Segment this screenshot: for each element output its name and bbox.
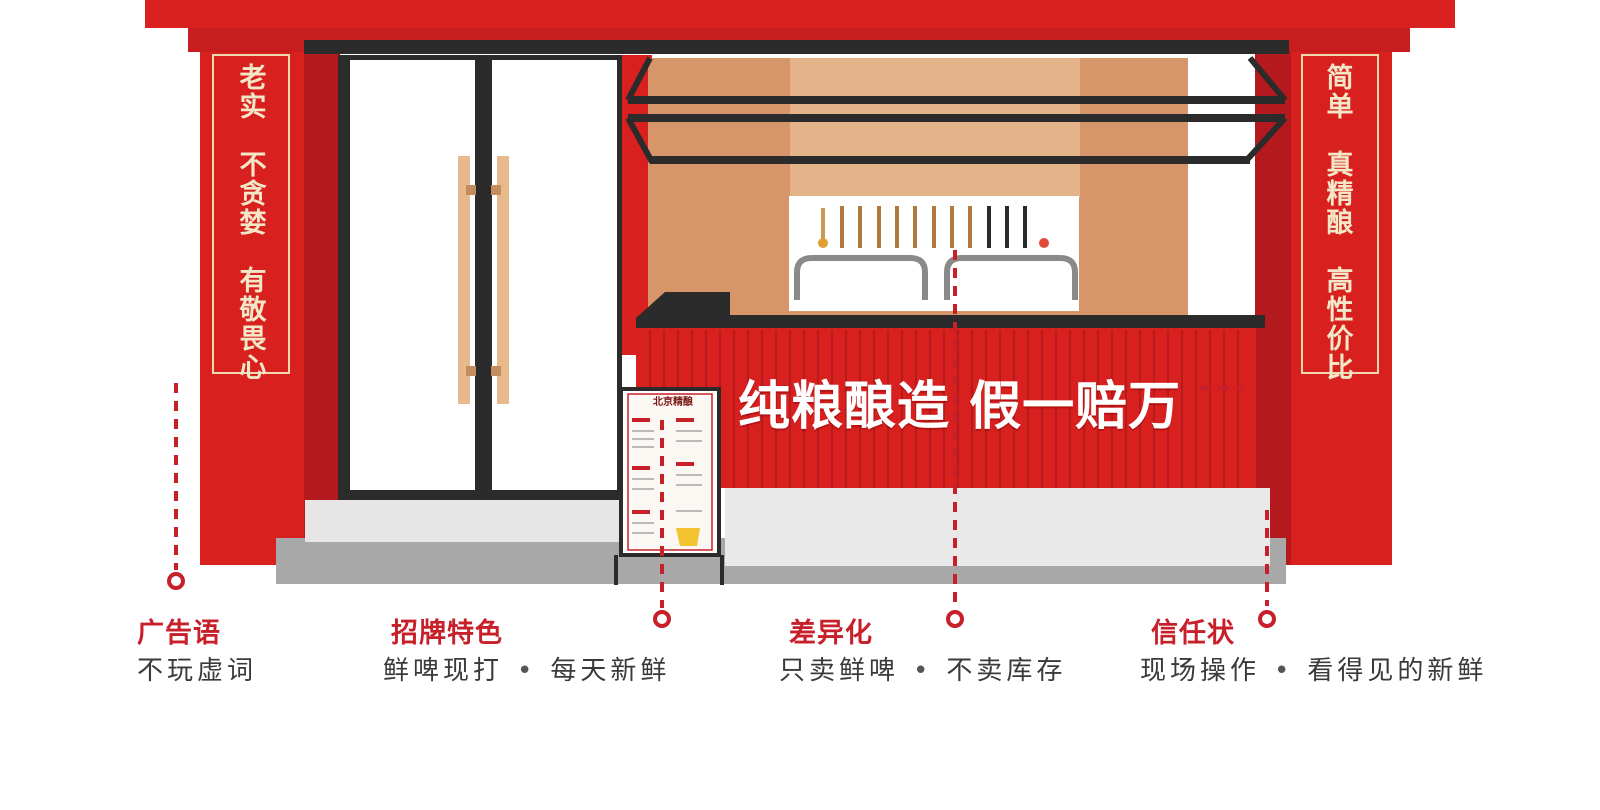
desc-signature-feature: 鲜啤现打 • 每天新鲜: [383, 655, 670, 687]
marker-dot-2: [653, 610, 671, 628]
menu-board-title: 北京精酿: [653, 397, 693, 408]
roof-band: [145, 0, 1455, 28]
desc-item: 看得见的新鲜: [1307, 656, 1488, 686]
marker-dot-1: [167, 572, 185, 590]
caption-signature-feature: 招牌特色: [391, 618, 503, 649]
desc-ad-slogan: 不玩虚词: [137, 655, 257, 687]
door-handle-left: [458, 156, 470, 404]
desc-item: 现场操作: [1140, 656, 1261, 686]
left-banner-frame: [212, 54, 290, 374]
counter-slogan: 纯粮酿造 假一赔万: [738, 377, 1182, 437]
separator-dot: •: [517, 656, 537, 686]
beer-taps: [821, 206, 1027, 248]
caption-differentiation: 差异化: [789, 618, 873, 649]
desc-item: 每天新鲜: [550, 656, 671, 686]
desc-item: 不玩虚词: [137, 656, 258, 686]
desc-item: 只卖鲜啤: [779, 656, 900, 686]
left-pillar: [200, 52, 304, 565]
menu-board: [614, 387, 724, 585]
separator-dot: •: [913, 656, 933, 686]
counter-front: [636, 328, 1256, 488]
desc-differentiation: 只卖鲜啤 • 不卖库存: [779, 655, 1066, 687]
caption-ad-slogan: 广告语: [137, 618, 221, 649]
desc-item: 不卖库存: [946, 656, 1067, 686]
marker-dot-3: [946, 610, 964, 628]
right-banner-text: 简 单 真 精 酿 高 性 价 比: [1326, 63, 1354, 384]
door-handle-right: [497, 156, 509, 404]
marker-dot-4: [1258, 610, 1276, 628]
desc-trust: 现场操作 • 看得见的新鲜: [1140, 655, 1487, 687]
desc-item: 鲜啤现打: [383, 656, 504, 686]
separator-dot: •: [1274, 656, 1294, 686]
beer-glass-icon: [676, 528, 700, 546]
right-pillar: [1290, 52, 1392, 565]
caption-trust: 信任状: [1151, 618, 1235, 649]
left-banner-text: 老 实 不 贪 婪 有 敬 畏 心: [239, 63, 267, 384]
right-banner-frame: [1301, 54, 1379, 374]
